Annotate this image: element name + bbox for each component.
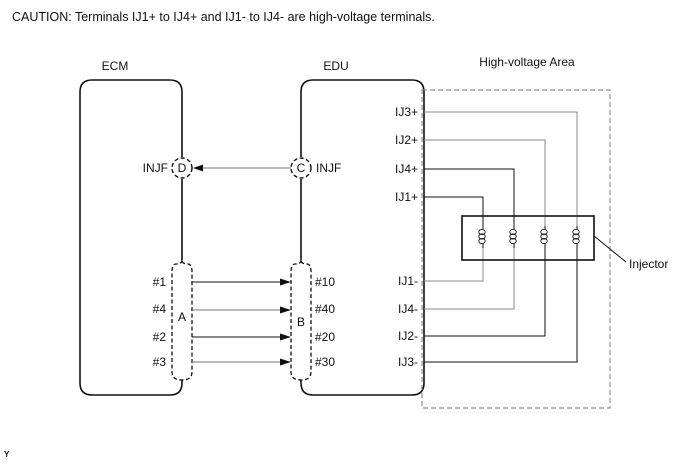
wire-ij1-minus <box>424 248 484 282</box>
injector-coil-icon <box>572 226 580 248</box>
wire-ij4-minus <box>424 248 515 310</box>
figure-code: Y <box>4 450 10 459</box>
injector-coil-icon <box>540 226 548 248</box>
high-voltage-area-boundary <box>421 89 611 409</box>
connector-c <box>290 157 312 179</box>
ecm-pin-label: #2 <box>153 330 167 344</box>
edu-terminal-plus: IJ2+ <box>395 133 418 147</box>
ecm-title: ECM <box>102 59 129 73</box>
edu-pin-label: #30 <box>315 355 335 369</box>
edu-pin-label: #20 <box>315 330 335 344</box>
ecm-injf-label: INJF <box>143 161 168 175</box>
signal-arrowhead <box>280 278 291 286</box>
injector-coil-icon <box>478 226 486 248</box>
connector-a <box>171 259 193 381</box>
signal-wires <box>192 278 291 366</box>
injector-box <box>461 215 595 261</box>
edu-terminal-minus: IJ1- <box>398 274 418 288</box>
connector-d <box>171 157 193 179</box>
injector-label: Injector <box>629 257 668 271</box>
wire-ij4-plus <box>424 168 515 226</box>
injector-leader-line <box>593 235 627 263</box>
injector-coil-icon <box>509 226 517 248</box>
edu-terminal-minus: IJ4- <box>398 302 418 316</box>
edu-terminal-plus: IJ3+ <box>395 105 418 119</box>
edu-title: EDU <box>323 59 348 73</box>
ecm-box <box>79 79 183 396</box>
edu-pin-label: #40 <box>315 302 335 316</box>
signal-arrowhead <box>280 306 291 314</box>
ecm-pin-label: #3 <box>153 355 167 369</box>
high-voltage-area-title: High-voltage Area <box>479 55 575 69</box>
caution-note: CAUTION: Terminals IJ1+ to IJ4+ and IJ1-… <box>12 10 435 24</box>
wire-ij2-minus <box>424 248 546 337</box>
edu-terminal-plus: IJ4+ <box>395 162 418 176</box>
signal-arrowhead <box>280 333 291 341</box>
connector-d-label: D <box>178 161 187 175</box>
edu-pin-label: #10 <box>315 275 335 289</box>
edu-injf-label: INJF <box>316 161 341 175</box>
ecm-pin-label: #4 <box>153 302 167 316</box>
connector-b <box>290 259 312 381</box>
wire-ij3-plus <box>424 111 578 226</box>
connector-c-label: C <box>297 161 306 175</box>
connector-a-label: A <box>178 310 186 324</box>
injector-coils <box>478 226 580 248</box>
edu-terminal-minus: IJ3- <box>398 355 418 369</box>
edu-box <box>300 79 425 396</box>
signal-arrowhead <box>280 358 291 366</box>
wire-ij2-plus <box>424 139 546 226</box>
injf-arrowhead <box>193 164 203 172</box>
connector-b-label: B <box>297 315 305 329</box>
wire-ij1-plus <box>424 196 484 226</box>
high-voltage-wires <box>424 111 578 363</box>
ecm-pin-label: #1 <box>153 275 167 289</box>
wire-ij3-minus <box>424 248 578 363</box>
edu-terminal-plus: IJ1+ <box>395 190 418 204</box>
edu-terminal-minus: IJ2- <box>398 329 418 343</box>
